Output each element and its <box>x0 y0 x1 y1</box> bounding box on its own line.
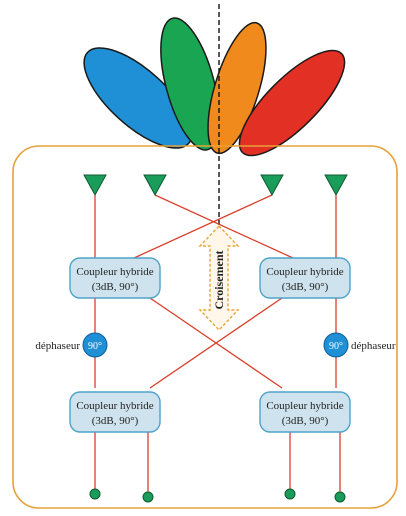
beam-orange <box>207 21 267 155</box>
circuit-frame <box>12 145 398 509</box>
port-4 <box>334 491 346 503</box>
antenna-4 <box>324 174 348 197</box>
port-3 <box>284 488 296 500</box>
coupler-spec: (3dB, 90°) <box>92 281 139 293</box>
beam-blue <box>83 47 193 149</box>
crossover-arrow: Croisement <box>198 224 240 332</box>
coupler-label: Coupleur hybride <box>76 266 153 278</box>
antenna-3 <box>260 174 284 197</box>
beam-green <box>160 17 220 151</box>
coupler-top-right: Coupleur hybride (3dB, 90°) <box>259 257 351 299</box>
feed-lines <box>94 194 341 492</box>
phase-shifter-right: 90° déphaseur <box>323 332 396 358</box>
port-1 <box>89 488 101 500</box>
coupler-label: Coupleur hybride <box>76 400 153 412</box>
coupler-label: Coupleur hybride <box>266 400 343 412</box>
crossover-label: Croisement <box>212 250 226 309</box>
antenna-1 <box>83 174 107 197</box>
beam-red <box>238 49 346 157</box>
phase-label: déphaseur <box>35 340 80 352</box>
phase-value: 90° <box>329 341 343 352</box>
phase-label: déphaseur <box>351 340 396 352</box>
coupler-bottom-right: Coupleur hybride (3dB, 90°) <box>259 391 351 433</box>
phase-value: 90° <box>88 341 102 352</box>
coupler-label: Coupleur hybride <box>266 266 343 278</box>
coupler-spec: (3dB, 90°) <box>282 281 329 293</box>
port-2 <box>142 491 154 503</box>
coupler-spec: (3dB, 90°) <box>282 415 329 427</box>
coupler-bottom-left: Coupleur hybride (3dB, 90°) <box>69 391 161 433</box>
phase-shifter-left: 90° déphaseur <box>35 332 108 358</box>
antenna-2 <box>143 174 167 197</box>
antennas <box>83 174 348 197</box>
coupler-top-left: Coupleur hybride (3dB, 90°) <box>69 257 161 299</box>
coupler-spec: (3dB, 90°) <box>92 415 139 427</box>
input-ports <box>89 488 346 503</box>
radiation-beams <box>83 17 346 157</box>
